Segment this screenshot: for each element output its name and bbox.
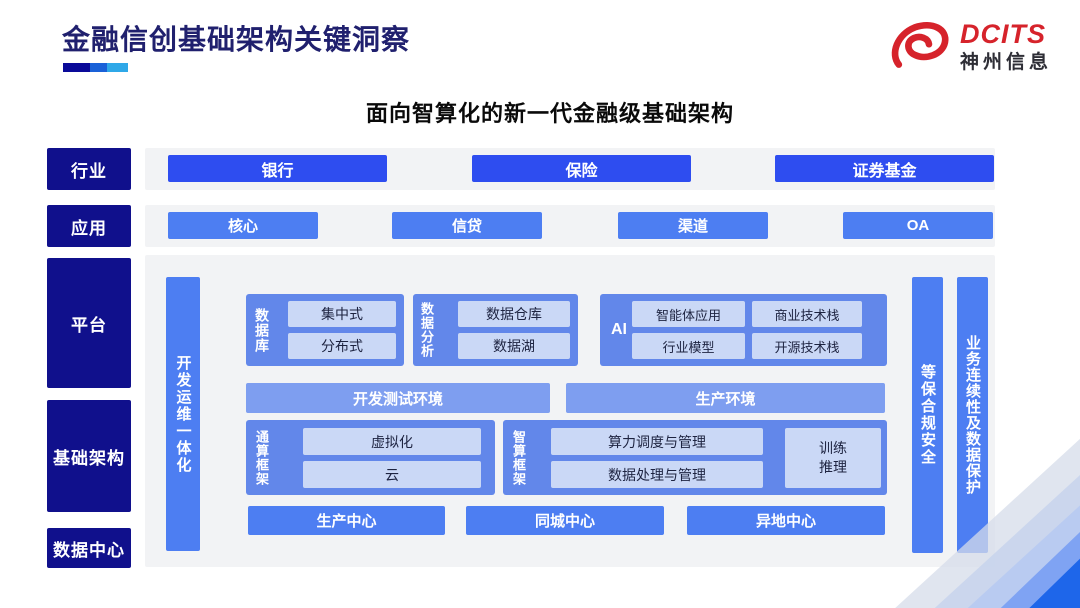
env-production: 生产环境 — [566, 383, 885, 413]
intelligent-item-scheduling: 算力调度与管理 — [551, 428, 763, 455]
pillar-continuity-label: 业务连续性及数据保护 — [964, 335, 981, 495]
general-item-virtualization: 虚拟化 — [303, 428, 481, 455]
ai-block: AI 智能体应用 行业模型 商业技术栈 开源技术栈 — [600, 294, 887, 366]
logo-brand: DCITS — [960, 18, 1046, 49]
general-computing-block: 通算框架 虚拟化 云 — [246, 420, 495, 495]
database-item-centralized: 集中式 — [288, 301, 396, 327]
ai-item-agent-app: 智能体应用 — [632, 301, 745, 327]
dc-samecity-center: 同城中心 — [466, 506, 664, 535]
underline-segment-dark — [63, 63, 90, 72]
logo-company: 神州信息 — [960, 51, 1053, 73]
pillar-security-compliance: 等保合规安全 — [912, 277, 943, 553]
dcits-logo: DCITS 神州信息 — [890, 18, 1052, 74]
title-underline — [63, 63, 128, 72]
ai-item-opensource-stack: 开源技术栈 — [752, 333, 862, 359]
analytics-label: 数据分析 — [419, 302, 434, 358]
app-item-oa: OA — [843, 212, 993, 239]
industry-item-insurance: 保险 — [472, 155, 691, 182]
analytics-item-lake: 数据湖 — [458, 333, 570, 359]
general-item-cloud: 云 — [303, 461, 481, 488]
database-item-distributed: 分布式 — [288, 333, 396, 359]
industry-item-bank: 银行 — [168, 155, 387, 182]
intelligent-computing-block: 智算框架 算力调度与管理 数据处理与管理 训练 推理 — [503, 420, 887, 495]
pillar-devops: 开发运维一体化 — [166, 277, 200, 551]
ai-item-commercial-stack: 商业技术栈 — [752, 301, 862, 327]
analytics-block: 数据分析 数据仓库 数据湖 — [413, 294, 578, 366]
logo-text: DCITS 神州信息 — [960, 18, 1053, 73]
underline-segment-light — [107, 63, 128, 72]
ai-label: AI — [611, 321, 627, 338]
layer-label-industry: 行业 — [47, 148, 131, 190]
env-dev-test: 开发测试环境 — [246, 383, 550, 413]
app-item-core: 核心 — [168, 212, 318, 239]
layer-label-platform: 平台 — [47, 258, 131, 388]
general-computing-label: 通算框架 — [254, 429, 269, 486]
dc-production-center: 生产中心 — [248, 506, 445, 535]
app-item-credit: 信贷 — [392, 212, 542, 239]
analytics-item-warehouse: 数据仓库 — [458, 301, 570, 327]
database-label: 数据库 — [254, 307, 270, 353]
intelligent-computing-label: 智算框架 — [511, 429, 526, 486]
app-item-channel: 渠道 — [618, 212, 768, 239]
pillar-devops-label: 开发运维一体化 — [174, 354, 192, 474]
underline-segment-mid — [90, 63, 107, 72]
ai-item-industry-model: 行业模型 — [632, 333, 745, 359]
intelligent-item-data-mgmt: 数据处理与管理 — [551, 461, 763, 488]
pillar-business-continuity: 业务连续性及数据保护 — [957, 277, 988, 553]
diagram-title: 面向智算化的新一代金融级基础架构 — [365, 101, 734, 126]
layer-label-application: 应用 — [47, 205, 131, 247]
layer-label-datacenter: 数据中心 — [47, 528, 131, 568]
layer-label-infrastructure: 基础架构 — [47, 400, 131, 512]
page-title: 金融信创基础架构关键洞察 — [62, 24, 411, 55]
dc-remote-center: 异地中心 — [687, 506, 885, 535]
industry-item-securities: 证券基金 — [775, 155, 994, 182]
intelligent-item-training-inference: 训练 推理 — [785, 428, 881, 488]
dcits-swirl-icon — [891, 21, 949, 68]
database-block: 数据库 集中式 分布式 — [246, 294, 404, 366]
pillar-security-label: 等保合规安全 — [919, 364, 936, 466]
